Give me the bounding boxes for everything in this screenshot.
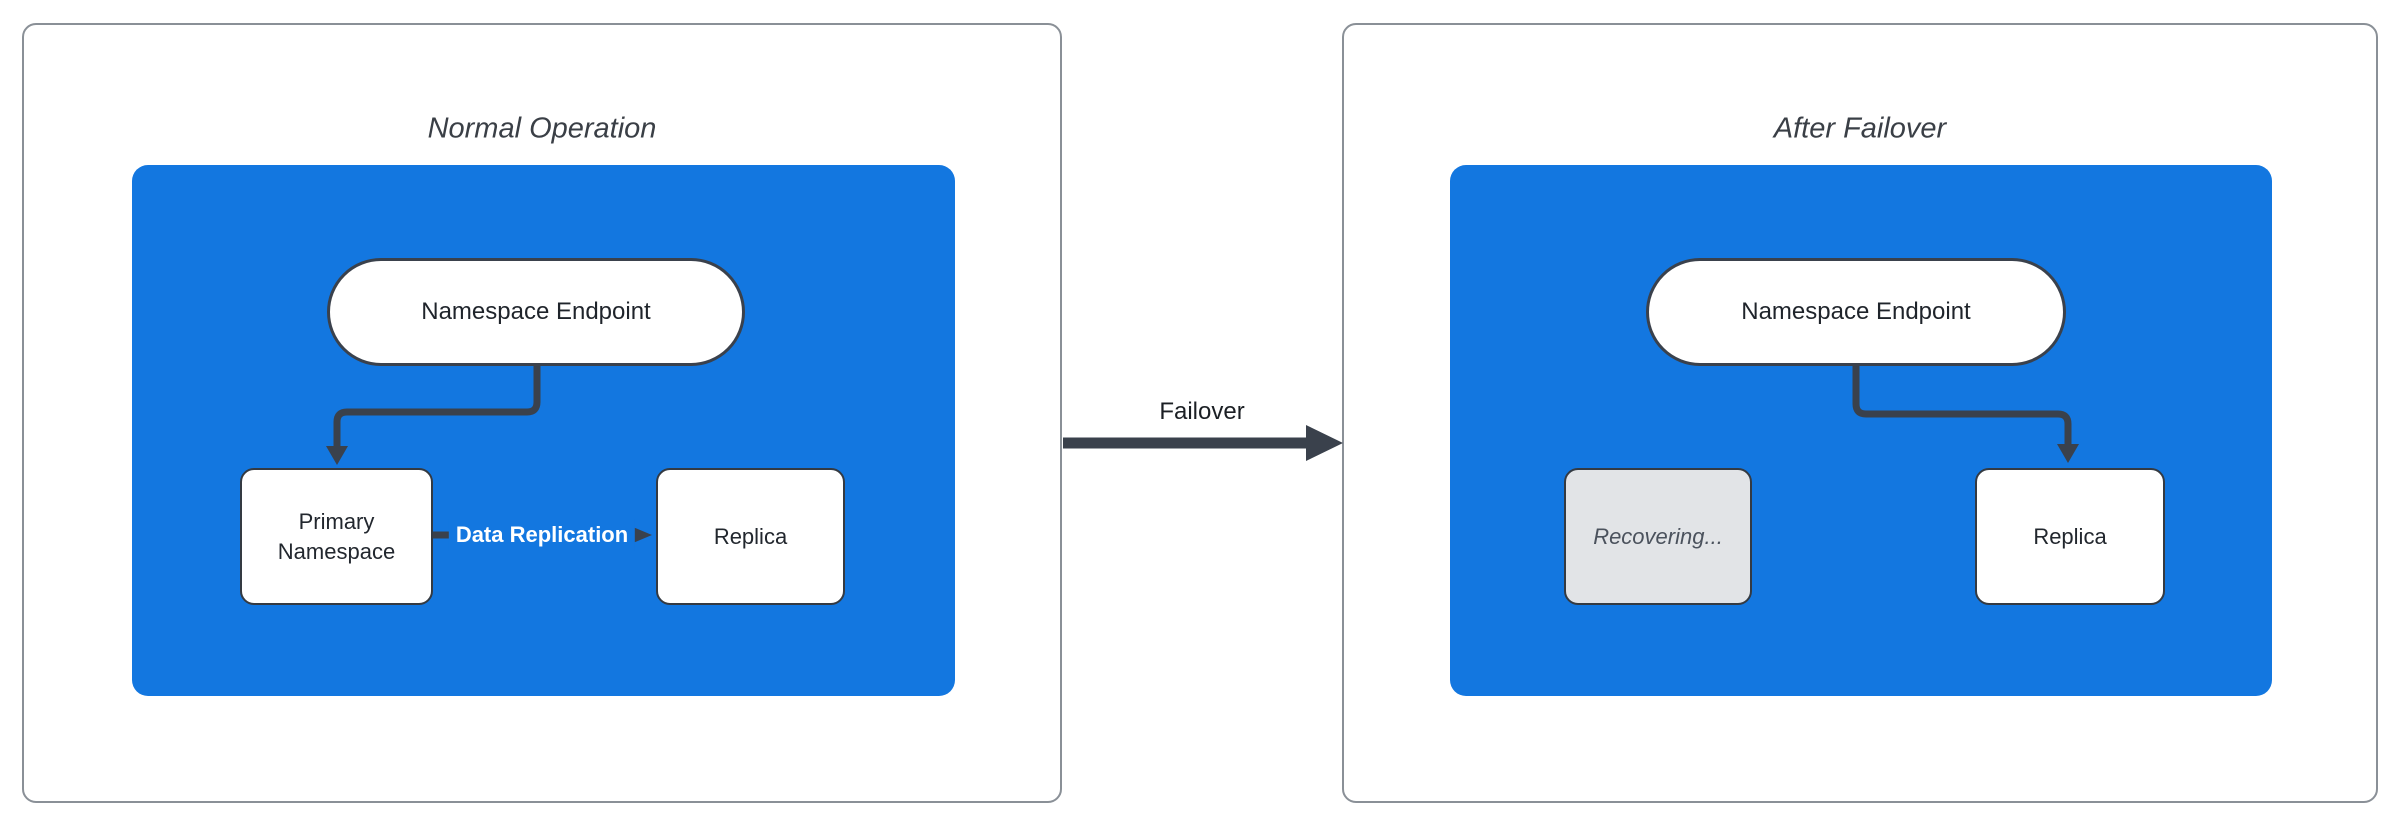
node-label: Namespace Endpoint (421, 298, 651, 325)
failover-arrowhead (1306, 425, 1343, 461)
panel-title-after-failover: After Failover (1773, 112, 1947, 145)
node-primary-namespace: Primary Namespace (240, 468, 433, 605)
node-replica-failover: Replica (1975, 468, 2165, 605)
panel-title-normal-operation: Normal Operation (427, 112, 657, 145)
panel-normal-operation: Normal Operation Namespace Endpoint Prim… (22, 23, 1062, 803)
node-namespace-endpoint-failover: Namespace Endpoint (1646, 258, 2066, 366)
node-replica-normal: Replica (656, 468, 845, 605)
node-label: Primary Namespace (277, 508, 396, 564)
namespace-canvas-normal (132, 165, 955, 696)
edge-label-data-replication: Data Replication (448, 519, 636, 551)
failover-arrow-label: Failover (1159, 398, 1245, 425)
node-label: Replica (2033, 523, 2107, 549)
namespace-canvas-failover (1450, 165, 2272, 696)
node-namespace-endpoint-normal: Namespace Endpoint (327, 258, 745, 366)
node-label: Namespace Endpoint (1741, 298, 1971, 325)
panel-after-failover: After Failover Namespace Endpoint Recove… (1342, 23, 2378, 803)
node-recovering: Recovering... (1564, 468, 1752, 605)
node-label: Replica (713, 523, 788, 549)
node-label: Recovering... (1593, 523, 1723, 549)
